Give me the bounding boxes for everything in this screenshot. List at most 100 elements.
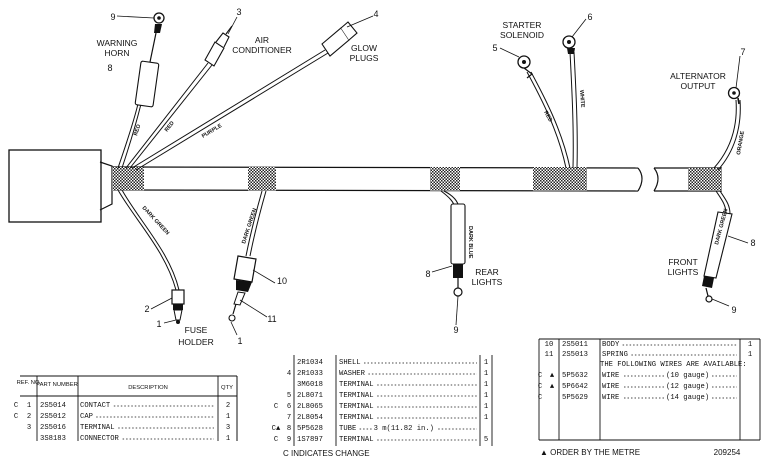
description-cell: CONTACT [80, 402, 111, 410]
part-number-cell: 1S7897 [297, 436, 323, 444]
ref-number: 8 [750, 238, 755, 248]
ref-number: 11 [267, 314, 276, 324]
horn-terminal [134, 12, 165, 108]
order-by-metre-mark: ▲ [550, 383, 555, 391]
table-row: 3S8183 CONNECTOR 1 [40, 435, 230, 443]
ref-cell: 5 [287, 392, 291, 400]
description-cell: CONNECTOR [80, 435, 120, 443]
ref-number: 9 [110, 12, 115, 22]
description-cell: TERMINAL [339, 381, 374, 389]
ref-number: 5 [492, 43, 497, 53]
harness-main-tube [111, 166, 722, 192]
part-number-cell: 2S5011 [562, 341, 588, 349]
wire-label: RED [164, 120, 176, 133]
label-glow-plugs-2: PLUGS [350, 53, 379, 63]
description-cell: SHELL [339, 359, 361, 367]
qty-cell: 1 [484, 403, 488, 411]
wire-label: RED [542, 110, 553, 123]
qty-cell: 1 [226, 435, 230, 443]
part-number-cell: 3S8183 [40, 435, 66, 443]
wire-label: DARK BLUE [467, 226, 473, 259]
rear-lights-tube [450, 203, 466, 297]
ref-cell: 4 [287, 370, 291, 378]
label-starter-solenoid-1: STARTER [503, 20, 542, 30]
qty-cell: 5 [484, 436, 488, 444]
wire-dark-green-connector [245, 190, 267, 257]
reference-numbers: 9 8 3 4 5 6 7 8 9 8 9 2 1 10 11 1 [107, 7, 755, 346]
part-number-cell: 5P5632 [562, 372, 588, 380]
description-cell: BODY [602, 341, 620, 349]
change-mark: C [538, 383, 543, 391]
label-air-conditioner-2: CONDITIONER [232, 45, 292, 55]
part-number-cell: 2L8065 [297, 403, 323, 411]
glow-plug-terminal [321, 21, 358, 57]
label-front-lights-2: LIGHTS [668, 267, 699, 277]
label-rear-lights-1: REAR [475, 267, 499, 277]
qty-cell: 3 [226, 424, 230, 432]
figure-number: 209254 [714, 448, 741, 457]
change-mark: C▲ [272, 425, 281, 433]
ref-cell: 2 [27, 413, 31, 421]
label-fuse-holder-1: FUSE [185, 325, 208, 335]
gauge-cell: (14 gauge) [666, 394, 709, 402]
qty-cell: 2 [226, 402, 230, 410]
part-number-cell: 3M6018 [297, 381, 323, 389]
description-cell: TERMINAL [339, 414, 374, 422]
dg-connector [228, 255, 257, 322]
header-ref-no: REF. NO [17, 380, 40, 386]
qty-cell: 1 [484, 370, 488, 378]
wire-white [569, 51, 578, 169]
description-cell: SPRING [602, 351, 628, 359]
ref-number: 10 [277, 276, 287, 286]
wire-purple [131, 49, 329, 171]
ref-number: 9 [453, 325, 458, 335]
label-warning-horn-1: WARNING [97, 38, 138, 48]
wire-dark-green-front [715, 190, 731, 215]
description-cell: TERMINAL [339, 392, 374, 400]
footnote-order-by-metre: ▲ ORDER BY THE METRE [540, 448, 640, 457]
change-mark: C [538, 394, 543, 402]
change-mark: C [14, 402, 19, 410]
header-qty: QTY [221, 385, 233, 391]
ref-number: 8 [425, 269, 430, 279]
wire-label: WHITE [578, 90, 585, 108]
label-alternator-output-1: ALTERNATOR [670, 71, 726, 81]
solenoid-left-terminal [517, 55, 533, 79]
wire-label: ORANGE [736, 130, 746, 155]
change-mark: C [538, 372, 543, 380]
part-number-cell: 2R1034 [297, 359, 323, 367]
header-description: DESCRIPTION [128, 385, 168, 391]
ref-cell: 8 [287, 425, 291, 433]
label-fuse-holder-2: HOLDER [178, 337, 213, 347]
qty-cell: 1 [226, 413, 230, 421]
part-number-cell: 2L8071 [297, 392, 323, 400]
description-cell: TERMINAL [339, 436, 374, 444]
ref-cell: 6 [287, 403, 291, 411]
part-number-cell: 2S5014 [40, 402, 66, 410]
wire-dark-green-fuse [117, 189, 180, 291]
wire-red-ac [125, 62, 213, 169]
ref-number: 4 [373, 9, 378, 19]
description-cell: WASHER [339, 370, 366, 378]
part-number-cell: 5P5629 [562, 394, 588, 402]
ac-terminal [204, 25, 233, 67]
ref-number: 1 [237, 336, 242, 346]
alternator-terminal [727, 86, 741, 105]
gauge-cell: (10 gauge) [666, 372, 709, 380]
wire-red-solenoid [526, 71, 571, 169]
leader-lines [116, 15, 749, 336]
part-number-cell: 2S5013 [562, 351, 588, 359]
description-note: 3 m(11.82 in.) [374, 425, 434, 433]
